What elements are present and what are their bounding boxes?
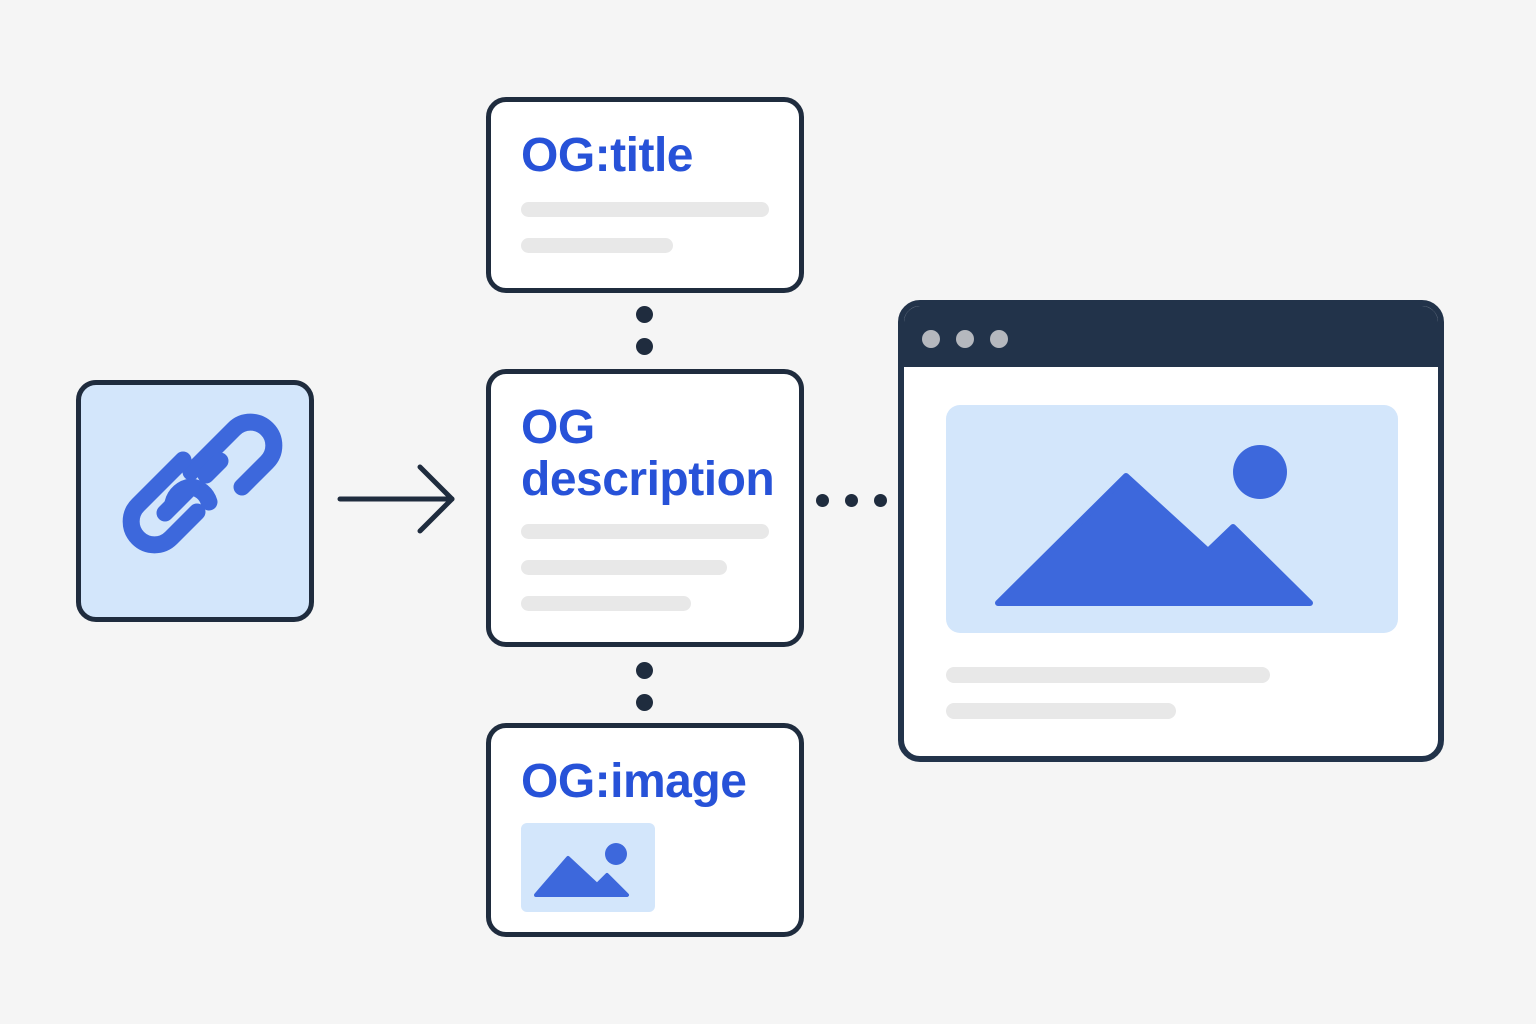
placeholder-bar [521,524,769,539]
placeholder-bar [521,560,727,575]
window-control-dot [922,330,940,348]
og-title-label: OG:title [521,129,694,182]
window-control-dot [990,330,1008,348]
image-icon [534,843,629,897]
link-tile [76,380,314,622]
browser-title-bar [904,306,1438,367]
og-description-label: OG description [521,401,775,506]
preview-image [946,405,1398,633]
link-icon [122,413,283,554]
connector-dot [636,338,653,355]
window-control-dot [956,330,974,348]
connector-dot [636,306,653,323]
image-thumbnail [521,823,655,912]
placeholder-bar [521,596,691,611]
placeholder-bar [521,238,673,253]
connector-dot [636,694,653,711]
og-description-card: OG description [486,369,804,647]
placeholder-bar [946,667,1270,683]
og-image-card: OG:image [486,723,804,937]
browser-window-icon [898,300,1444,762]
placeholder-bar [521,202,769,217]
connector-dot [816,494,829,507]
placeholder-bar [946,703,1176,719]
connector-dot [636,662,653,679]
connector-dot [845,494,858,507]
og-image-label: OG:image [521,755,747,808]
arrow-right-icon [337,464,455,534]
connector-dot [874,494,887,507]
image-icon [995,445,1313,606]
og-title-card: OG:title [486,97,804,293]
